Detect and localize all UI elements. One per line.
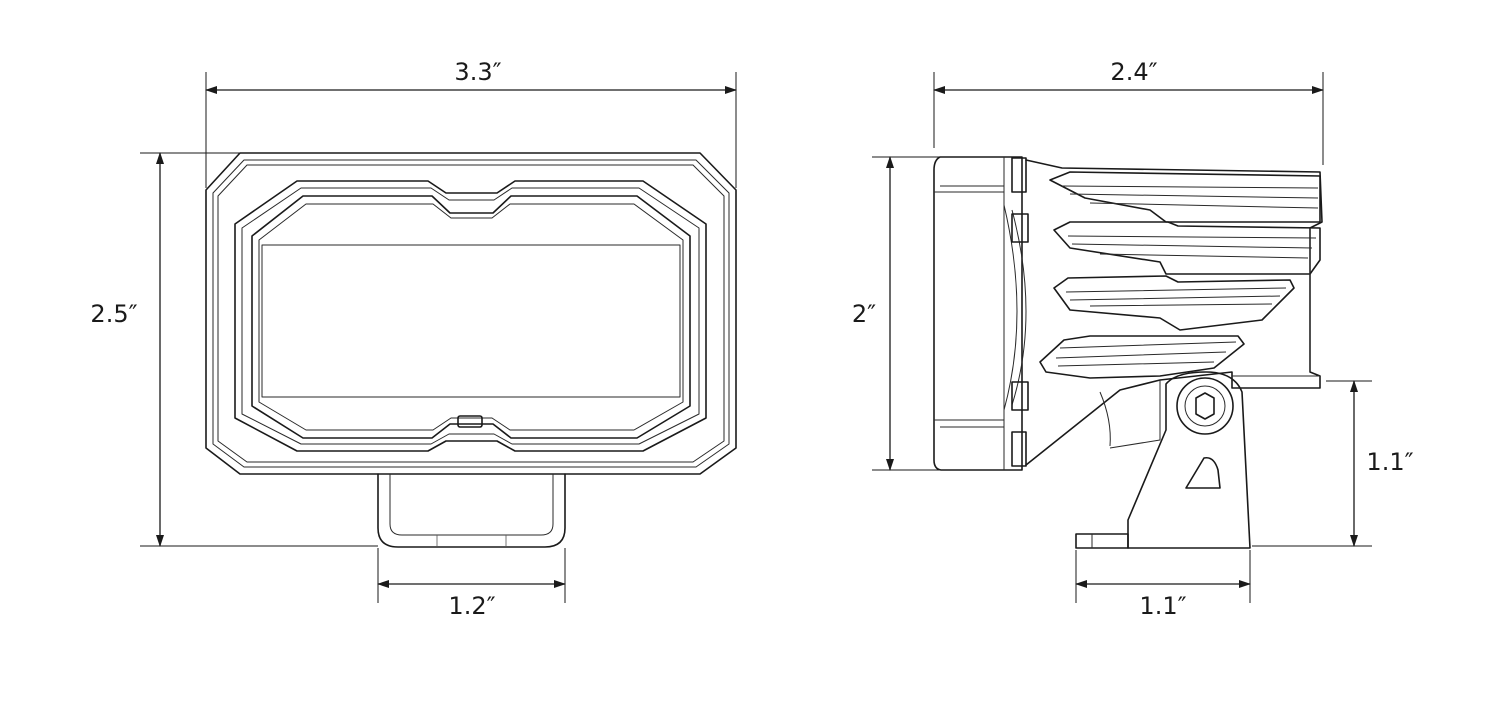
mount-slot: [1185, 456, 1221, 489]
front-housing-inner-edge: [212, 159, 730, 468]
side-mount-bracket: [1127, 371, 1251, 549]
hex-bolt-icon: [1195, 392, 1215, 420]
side-upper-clip: [1011, 157, 1027, 193]
side-mount-height-dimension: 1.1″: [1252, 380, 1414, 547]
front-width-label: 3.3″: [454, 58, 501, 86]
side-base-width-label: 1.1″: [1139, 592, 1186, 620]
side-height-dimension: 2″: [852, 156, 940, 471]
side-heatsink-body: [1025, 159, 1323, 466]
heatsink-fin-4: [1039, 335, 1245, 379]
front-bracket-width-dimension: 1.2″: [377, 548, 566, 620]
front-mount-bracket: [377, 473, 566, 548]
front-view: 3.3″ 2.5″ 1.2″: [90, 58, 737, 620]
side-depth-label: 2.4″: [1110, 58, 1157, 86]
front-width-dimension: 3.3″: [205, 58, 737, 188]
heatsink-fin-2: [1053, 221, 1321, 275]
heatsink-fin-1: [1049, 171, 1321, 223]
front-logo-badge: [457, 415, 483, 428]
front-lens-window: [251, 195, 691, 439]
side-mount-foot: [1075, 533, 1129, 549]
heatsink-fin-3: [1053, 275, 1295, 331]
front-lens-bezel: [234, 180, 707, 452]
side-lower-clip: [1011, 431, 1027, 467]
mount-pivot-bolt: [1176, 377, 1234, 435]
front-height-label: 2.5″: [90, 300, 137, 328]
side-depth-dimension: 2.4″: [933, 58, 1324, 165]
side-base-width-dimension: 1.1″: [1075, 550, 1251, 620]
front-bracket-width-label: 1.2″: [448, 592, 495, 620]
side-view: 2.4″ 2″ 1.1″ 1.1″: [852, 58, 1414, 620]
front-height-dimension: 2.5″: [90, 152, 378, 547]
side-bezel: [933, 156, 1023, 471]
front-housing-outer: [205, 152, 737, 475]
side-height-label: 2″: [852, 300, 876, 328]
side-mount-height-label: 1.1″: [1366, 448, 1413, 476]
